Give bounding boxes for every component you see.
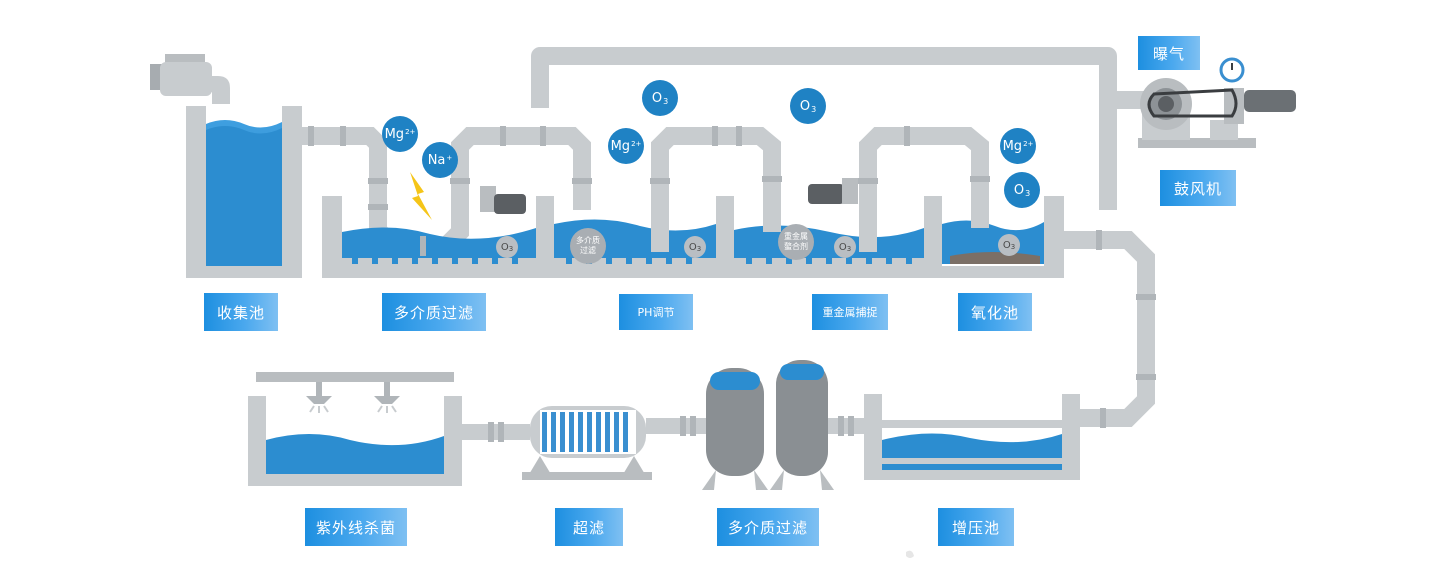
- mg-charge: 2+: [1023, 140, 1034, 148]
- chelator-ball: 重金属 螯合剂: [778, 224, 814, 260]
- mg-charge: 2+: [631, 140, 642, 148]
- multimedia-ball-line2: 过滤: [580, 246, 596, 255]
- mg-symbol: Mg: [384, 126, 405, 142]
- o3-subscript: 3: [811, 104, 817, 114]
- lightning-icon: [410, 172, 432, 220]
- ultrafiltration-module: [522, 406, 652, 480]
- mg-charge: 2+: [405, 128, 416, 136]
- mg-symbol: Mg: [1002, 138, 1023, 154]
- o3-bubble-sub: 3: [1010, 243, 1016, 251]
- label-ph-adjust: PH调节: [619, 294, 693, 330]
- label-blower: 鼓风机: [1160, 170, 1236, 206]
- label-booster-tank: 增压池: [938, 508, 1014, 546]
- pipe-joints: [308, 126, 1156, 428]
- o3-bubble-sub: 3: [696, 245, 702, 253]
- o3-bubble-symbol: O: [1002, 239, 1011, 251]
- chelator-ball-line1: 重金属: [784, 232, 808, 241]
- multimedia-filter-tanks: [702, 360, 834, 490]
- mg-symbol: Mg: [610, 138, 631, 154]
- o3-bubble-symbol: O: [500, 241, 509, 253]
- o3-bubble-sub: 3: [508, 245, 514, 253]
- o3-subscript: 3: [1025, 188, 1031, 198]
- na-charge: +: [446, 154, 453, 162]
- label-uv-sterilization: 紫外线杀菌: [305, 508, 407, 546]
- na-ion-marker: Na+: [422, 142, 458, 178]
- o3-symbol: O: [651, 90, 663, 106]
- label-multimedia-filter-2: 多介质过滤: [717, 508, 819, 546]
- uv-tank: [248, 372, 462, 486]
- o3-subscript: 3: [663, 96, 669, 106]
- chelator-ball-line2: 螯合剂: [784, 242, 808, 251]
- o3-bubble-sub: 3: [846, 245, 852, 253]
- label-oxidation-tank: 氧化池: [958, 293, 1032, 331]
- label-ultrafiltration: 超滤: [555, 508, 623, 546]
- label-multimedia-filter-1: 多介质过滤: [382, 293, 486, 331]
- blower-machine: [1138, 57, 1296, 148]
- bottom-pipe-joints: [488, 416, 854, 442]
- multimedia-ball-line1: 多介质: [576, 236, 600, 245]
- label-aeration: 曝气: [1138, 36, 1200, 70]
- decorative-mark: [906, 550, 914, 558]
- multimedia-ball: 多介质 过滤: [570, 228, 606, 264]
- o3-bubble-symbol: O: [688, 241, 697, 253]
- pump-right: [808, 178, 858, 204]
- na-symbol: Na: [427, 152, 446, 168]
- label-collection-tank: 收集池: [204, 293, 278, 331]
- pump-left: [480, 186, 526, 214]
- booster-tank: [864, 394, 1080, 480]
- label-heavy-metal-capture: 重金属捕捉: [812, 294, 888, 330]
- o3-symbol: O: [1013, 182, 1025, 198]
- o3-bubble-symbol: O: [838, 241, 847, 253]
- o3-symbol: O: [799, 98, 811, 114]
- inlet-faucet: [150, 54, 230, 104]
- collection-tank: [186, 106, 302, 278]
